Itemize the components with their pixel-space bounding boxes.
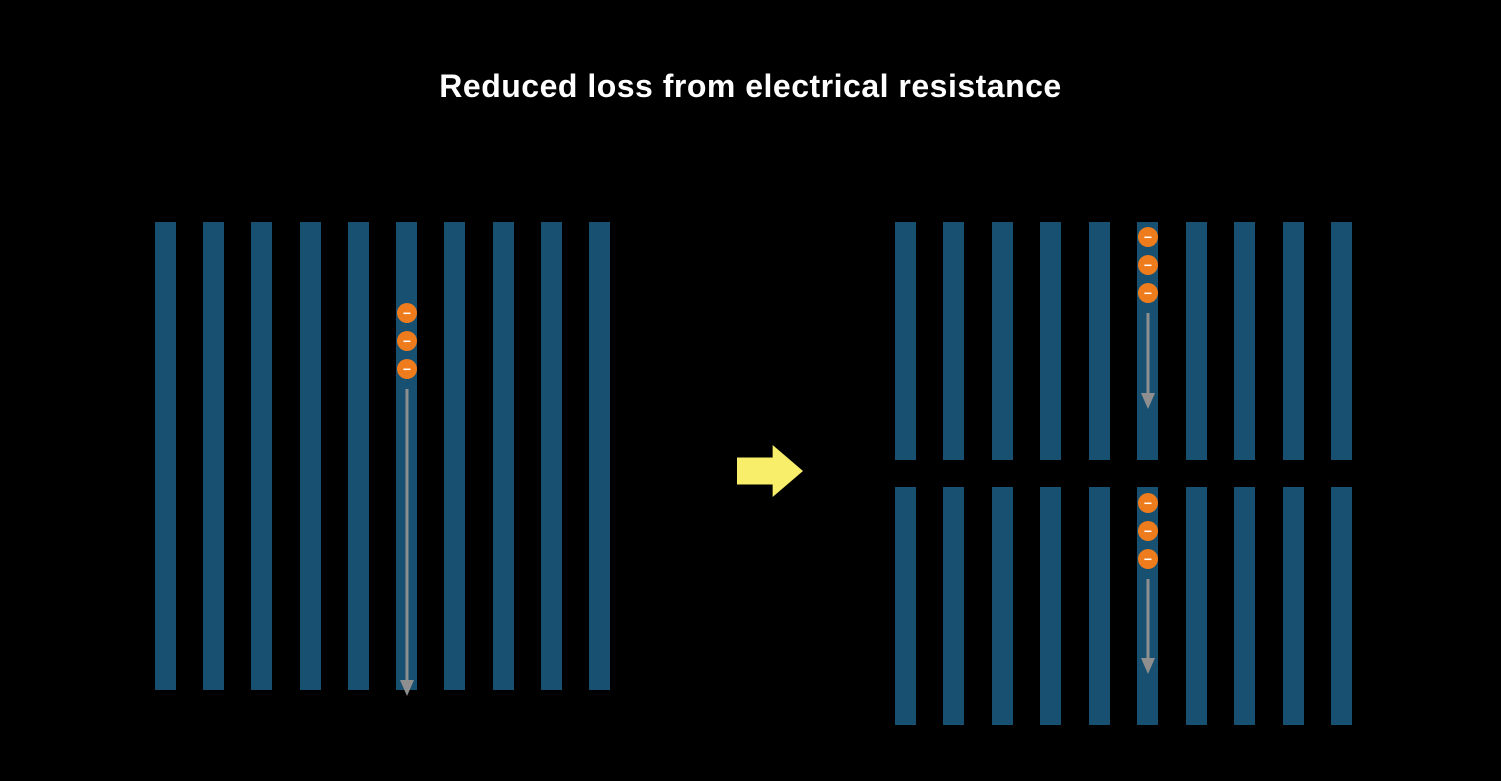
cell-finger-bar xyxy=(1234,222,1256,460)
electron-icon: − xyxy=(1138,521,1158,541)
electron-icon: − xyxy=(1138,283,1158,303)
cell-finger-bar xyxy=(1330,222,1352,460)
electron-icon: − xyxy=(1138,493,1158,513)
page-title: Reduced loss from electrical resistance xyxy=(439,68,1062,104)
full-cell-electron-flow: − − − xyxy=(397,303,417,696)
cell-finger-bar xyxy=(1040,487,1062,725)
half-cell-bottom-busbar-group xyxy=(895,487,1352,725)
electron-icon: − xyxy=(397,303,417,323)
half-cell-top-panel: − − − xyxy=(895,222,1352,460)
cell-finger-bar xyxy=(1088,487,1110,725)
cell-finger-bar xyxy=(943,487,965,725)
electron-icon: − xyxy=(1138,549,1158,569)
half-cell-top-busbar-group xyxy=(895,222,1352,460)
cell-finger-bar xyxy=(203,222,225,690)
cell-finger-bar xyxy=(1185,487,1207,725)
electron-icon: − xyxy=(1138,255,1158,275)
electron-flow-arrow xyxy=(1141,313,1155,409)
electron-flow-arrow xyxy=(1141,579,1155,674)
cell-finger-bar xyxy=(1282,487,1304,725)
cell-finger-bar xyxy=(540,222,562,690)
full-cell-busbar-group xyxy=(155,222,610,690)
cell-finger-bar xyxy=(1088,222,1110,460)
cell-finger-bar xyxy=(1234,487,1256,725)
half-cell-bottom-electron-flow: − − − xyxy=(1138,493,1158,674)
cell-finger-bar xyxy=(895,487,916,725)
half-cell-bottom-panel: − − − xyxy=(895,487,1352,725)
full-cell-panel: − − − xyxy=(155,222,610,696)
cell-finger-bar xyxy=(155,222,176,690)
cell-finger-bar xyxy=(991,487,1013,725)
electron-flow-arrow xyxy=(400,389,414,696)
cell-finger-bar xyxy=(492,222,514,690)
cell-finger-bar xyxy=(251,222,273,690)
cell-finger-bar xyxy=(991,222,1013,460)
cell-finger-bar xyxy=(943,222,965,460)
half-cell-top-electron-flow: − − − xyxy=(1138,227,1158,409)
transition-arrow-icon xyxy=(737,445,803,497)
cell-finger-bar xyxy=(299,222,321,690)
cell-finger-bar xyxy=(1330,487,1352,725)
cell-finger-bar xyxy=(1040,222,1062,460)
electron-icon: − xyxy=(1138,227,1158,247)
cell-finger-bar xyxy=(1282,222,1304,460)
cell-finger-bar xyxy=(895,222,916,460)
electron-icon: − xyxy=(397,359,417,379)
cell-finger-bar xyxy=(444,222,466,690)
electron-icon: − xyxy=(397,331,417,351)
cell-finger-bar xyxy=(347,222,369,690)
cell-finger-bar xyxy=(1185,222,1207,460)
cell-finger-bar xyxy=(588,222,610,690)
